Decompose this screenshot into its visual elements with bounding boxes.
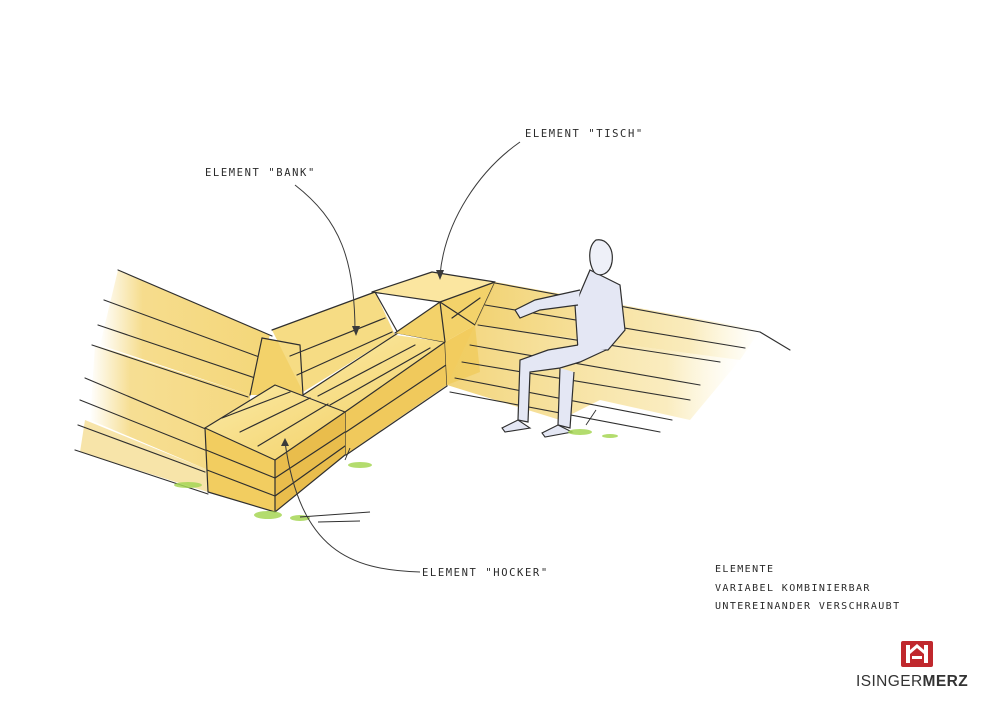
logo-mark-icon [901, 641, 933, 667]
leader-lines [284, 141, 521, 573]
logo-wordmark: ISINGERMERZ [856, 673, 968, 691]
note-line-3: UNTEREINANDER VERSCHRAUBT [715, 601, 901, 612]
label-bank: ELEMENT "BANK" [205, 167, 316, 179]
seated-person [501, 239, 626, 438]
label-hocker: ELEMENT "HOCKER" [422, 567, 549, 579]
stool-element [204, 384, 346, 513]
leader-arrowheads [281, 270, 444, 446]
left-bench [74, 269, 273, 495]
company-logo: ISINGERMERZ [856, 640, 986, 696]
note-line-2: VARIABEL KOMBINIERBAR [715, 583, 871, 594]
leader-hocker [284, 441, 421, 573]
leader-bank [294, 184, 356, 333]
note-line-1: ELEMENTE [715, 564, 774, 575]
logo-name-light: ISINGER [856, 673, 923, 690]
bench-element [249, 291, 448, 456]
ground-strokes [299, 409, 597, 523]
logo-name-bold: MERZ [922, 673, 969, 690]
leader-tisch [439, 141, 521, 276]
label-tisch: ELEMENT "TISCH" [525, 128, 644, 140]
